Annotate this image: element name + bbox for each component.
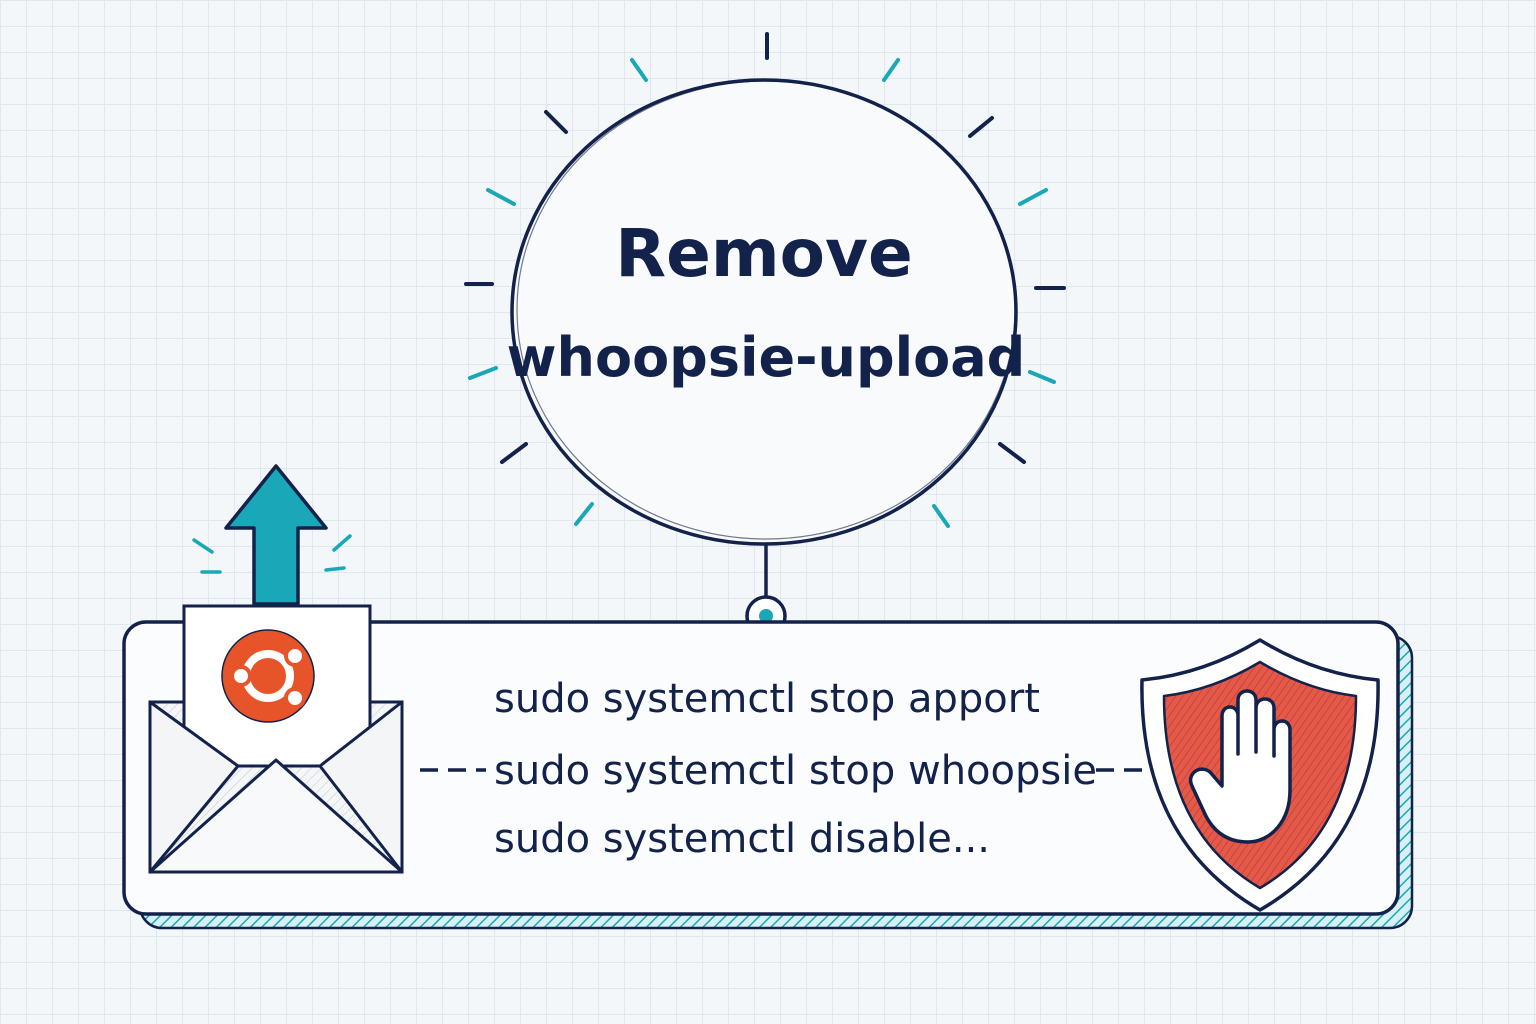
shield-stop-hand-icon bbox=[1140, 638, 1380, 912]
envelope-with-ubuntu-logo-icon bbox=[148, 464, 404, 874]
panel-card bbox=[122, 620, 1400, 916]
upload-arrow-icon bbox=[192, 464, 352, 606]
stop-hand bbox=[1188, 689, 1292, 844]
title-circle bbox=[510, 78, 1018, 546]
title-line-2: whoopsie-upload bbox=[507, 326, 1026, 389]
title-bubble: Remove whoopsie-upload bbox=[464, 32, 1066, 637]
command-panel: sudo systemctl stop apport sudo systemct… bbox=[122, 620, 1414, 930]
ubuntu-logo bbox=[221, 629, 315, 723]
command-line-2: sudo systemctl stop whoopsie bbox=[494, 748, 1097, 794]
command-line-3: sudo systemctl disable... bbox=[494, 816, 990, 862]
bubble-rays bbox=[464, 32, 1066, 528]
title-line-1: Remove bbox=[615, 215, 912, 292]
command-line-1: sudo systemctl stop apport bbox=[494, 676, 1040, 722]
